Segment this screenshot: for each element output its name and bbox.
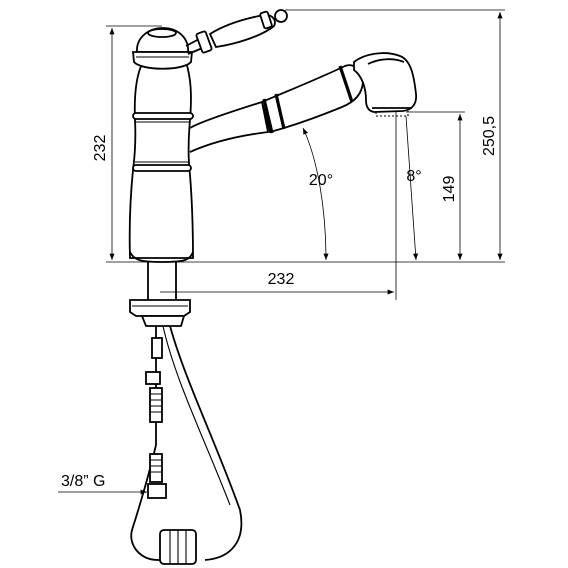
faucet-body xyxy=(128,27,194,263)
spray-angle-label: 8° xyxy=(406,168,421,185)
lever-handle xyxy=(185,9,288,55)
outlet-height-label: 149 xyxy=(441,176,458,203)
spout-reach-label: 232 xyxy=(268,271,295,288)
body-height-label: 232 xyxy=(92,135,109,162)
dimension-lines xyxy=(58,9,505,495)
under-counter-assembly xyxy=(129,262,243,565)
overall-height-label: 250,5 xyxy=(481,116,498,156)
pull-out-spout xyxy=(189,52,417,153)
spout-angle-label: 20° xyxy=(309,172,333,189)
connection-label: 3/8” G xyxy=(61,473,105,490)
